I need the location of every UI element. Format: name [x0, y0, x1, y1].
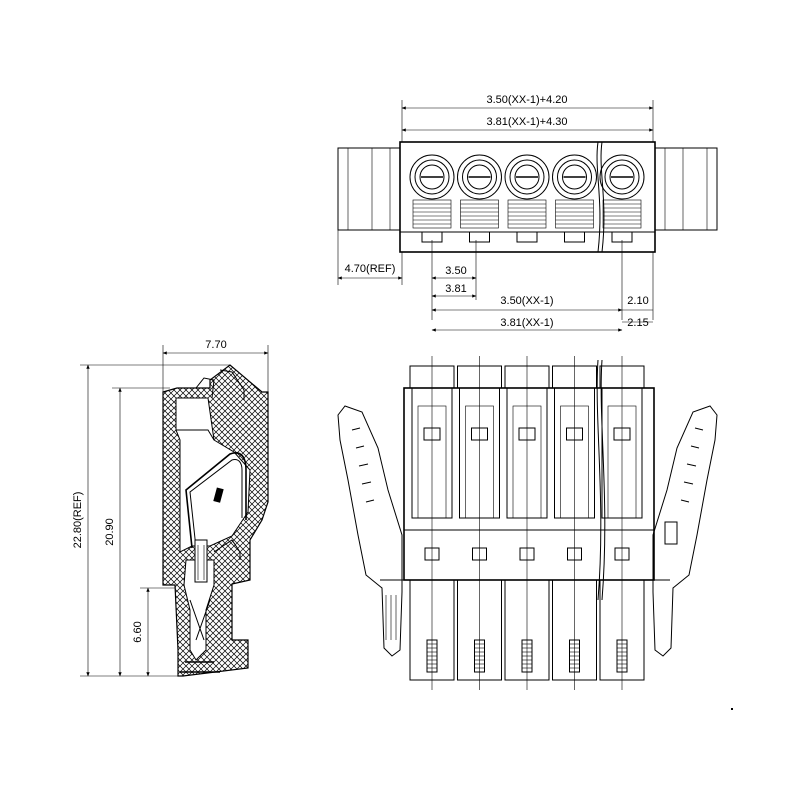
dim-overall-381: 3.81(XX-1)+4.30	[486, 116, 567, 128]
top-view: 3.50(XX-1)+4.20 3.81(XX-1)+4.30 4.70(REF…	[337, 94, 718, 332]
side-spring	[185, 452, 247, 549]
front-position	[599, 356, 645, 690]
front-view	[337, 356, 733, 710]
dim-pitch-350: 3.50	[445, 265, 466, 277]
side-dimensions: 7.70 22.80(REF) 20.90 6.60	[72, 339, 269, 677]
front-position	[504, 356, 550, 690]
top-right-flange	[654, 147, 718, 231]
dim-end-215: 2.15	[627, 317, 648, 329]
top-position	[599, 154, 645, 243]
front-position	[552, 356, 597, 690]
dim-side-lower: 6.60	[132, 621, 144, 642]
front-positions	[409, 356, 645, 690]
dim-side-height: 20.90	[104, 518, 116, 546]
dim-span-350: 3.50(XX-1)	[500, 295, 553, 307]
top-dimensions: 3.50(XX-1)+4.20 3.81(XX-1)+4.30 4.70(REF…	[337, 94, 654, 332]
front-position	[457, 356, 502, 690]
top-position	[457, 154, 502, 243]
front-right-latch	[652, 405, 718, 657]
dim-end-210: 2.10	[627, 295, 648, 307]
dim-flange-ref: 4.70(REF)	[345, 263, 396, 275]
front-body	[403, 387, 655, 581]
top-body	[399, 141, 656, 253]
top-position	[409, 154, 455, 243]
dim-pitch-381: 3.81	[445, 283, 466, 295]
front-position	[409, 356, 455, 690]
dim-side-width: 7.70	[205, 339, 226, 351]
side-view: 7.70 22.80(REF) 20.90 6.60	[72, 339, 269, 677]
dim-side-height-ref: 22.80(REF)	[72, 492, 84, 549]
front-left-latch	[337, 405, 403, 657]
top-position	[552, 154, 597, 243]
top-left-flange	[337, 147, 401, 231]
dim-span-381: 3.81(XX-1)	[500, 317, 553, 329]
top-position	[504, 154, 550, 243]
top-positions	[409, 154, 645, 243]
dim-overall-350: 3.50(XX-1)+4.20	[486, 94, 567, 106]
